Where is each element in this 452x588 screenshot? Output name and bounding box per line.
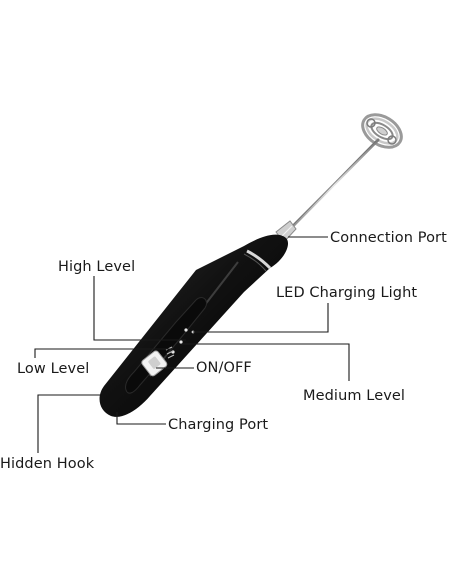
medium-level-label: Medium Level [303,388,406,404]
charging-port-label: Charging Port [168,417,269,433]
leader-low-level [34,348,173,358]
connection-port-label: Connection Port [330,230,447,246]
leader-medium-level [181,343,350,381]
leader-hidden-hook [37,394,100,453]
high-level-indicator [184,328,188,332]
medium-level-indicator [179,340,183,344]
leader-high-level [93,276,186,341]
led-charging-light-label: LED Charging Light [276,285,418,301]
whisk-shaft [288,138,380,231]
hidden-hook-label: Hidden Hook [0,456,95,472]
on-off-label: ON/OFF [196,360,252,376]
high-level-label: High Level [58,259,136,275]
low-level-label: Low Level [17,361,90,377]
leader-led-charging [193,303,329,333]
silver-ring [246,249,272,270]
leader-charging-port [116,412,166,425]
whisk-head [361,113,403,149]
on-off-button[interactable] [141,350,168,377]
leader-lines [34,236,350,453]
